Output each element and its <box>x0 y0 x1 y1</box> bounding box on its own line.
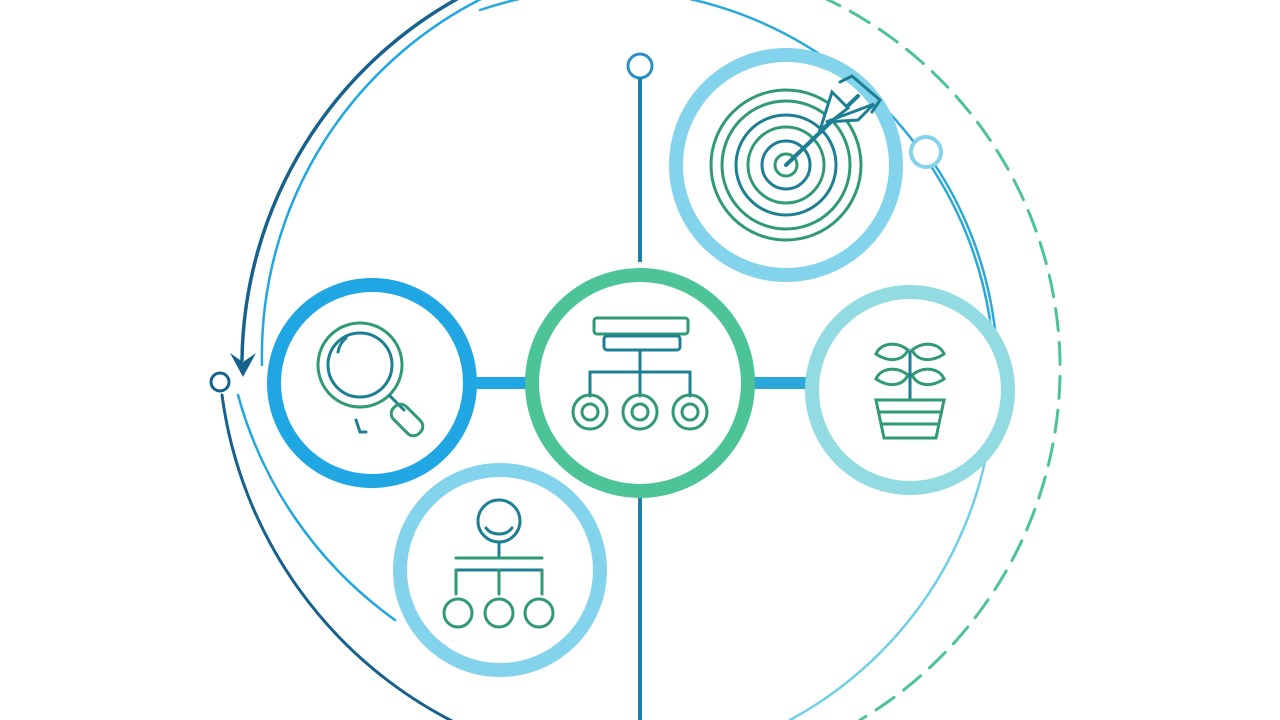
top-terminal-dot <box>626 52 654 80</box>
node-plant <box>805 285 1015 495</box>
target-arrow-icon <box>709 74 882 242</box>
arrow-down-icon <box>230 353 256 377</box>
lower-left-dark-arc <box>220 393 454 720</box>
node-org-chart <box>525 268 755 498</box>
node-target <box>669 48 903 282</box>
outer-dashed-green-arc <box>824 0 1062 720</box>
right-terminal-dot <box>909 135 943 169</box>
plant-pot-icon <box>874 342 946 440</box>
left-dark-arc <box>240 0 459 362</box>
outer-ring-arcs <box>220 0 1062 720</box>
node-person-hierarchy <box>393 463 607 677</box>
magnifier-icon <box>316 321 425 438</box>
org-chart-icon <box>571 316 709 431</box>
left-terminal-dot <box>209 371 231 393</box>
person-hierarchy-icon <box>442 498 555 629</box>
outer-light-ring <box>478 0 992 322</box>
node-magnifier <box>267 278 477 488</box>
